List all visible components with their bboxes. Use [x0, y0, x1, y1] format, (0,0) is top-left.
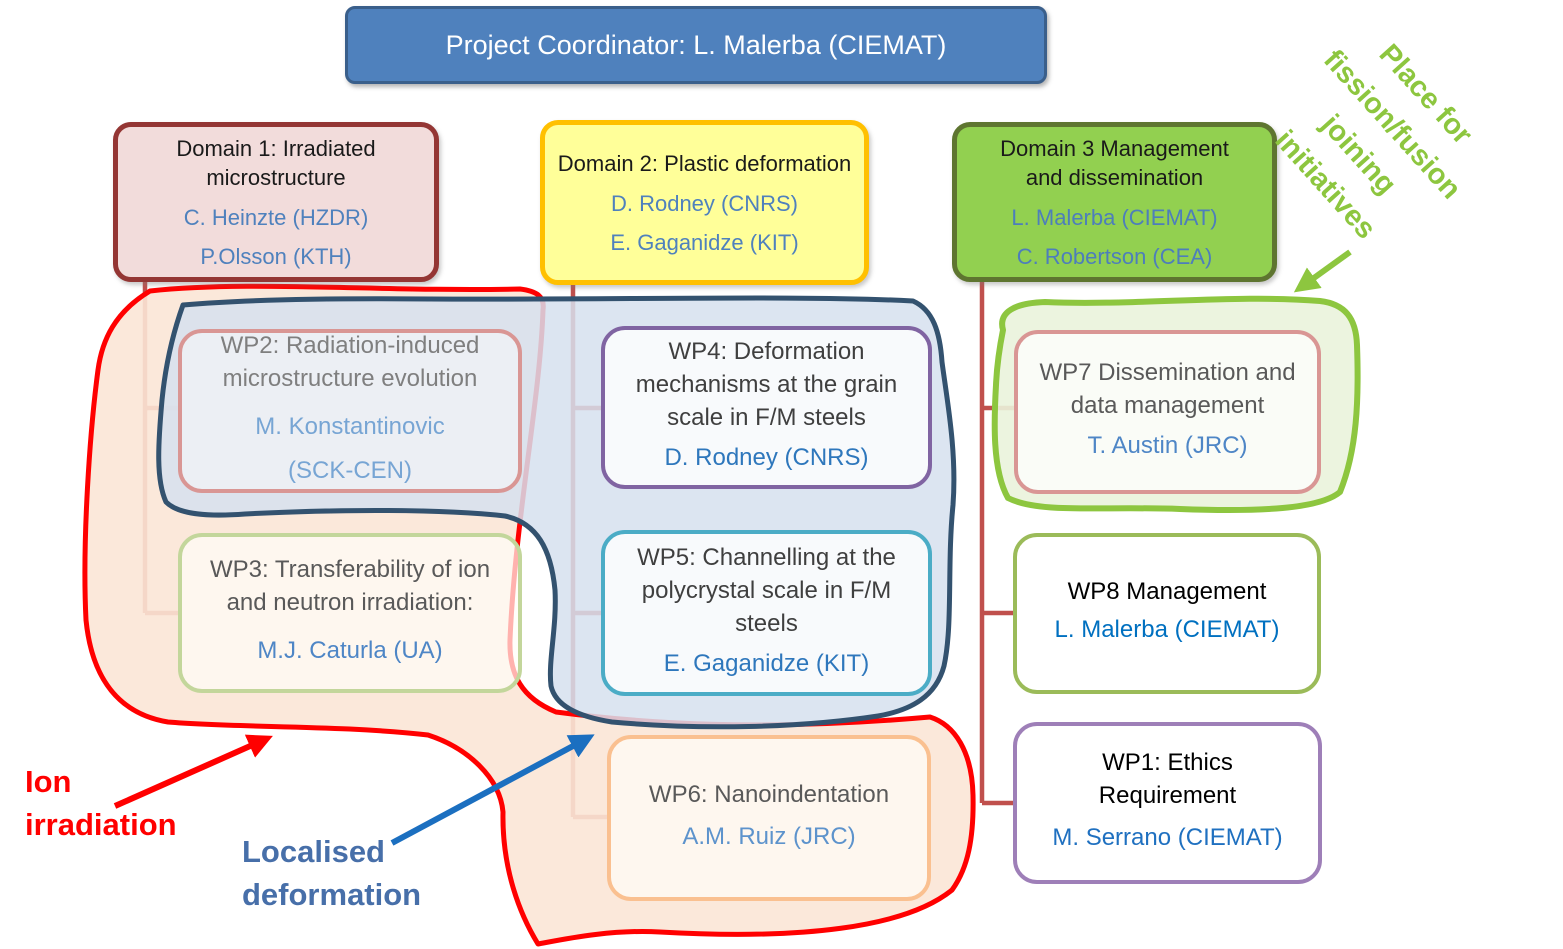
ion-irradiation-line-2: irradiation: [25, 807, 177, 842]
domain-1-lead-1: C. Heinzte (HZDR): [183, 205, 369, 230]
wp3-lead: M.J. Caturla (UA): [257, 637, 443, 664]
domain-2-box: Domain 2: Plastic deformation D. Rodney …: [540, 120, 869, 285]
domain-1-box: Domain 1: Irradiated microstructure C. H…: [113, 122, 439, 282]
wp2-lead: M. Konstantinovic (SCK-CEN): [255, 413, 445, 484]
wp1-box: WP1: Ethics Requirement M. Serrano (CIEM…: [1013, 722, 1322, 884]
wp6-box: WP6: Nanoindentation A.M. Ruiz (JRC): [607, 735, 931, 901]
ion-irradiation-line-1: Ion: [25, 764, 72, 799]
localised-deformation-line-1: Localised: [242, 834, 385, 869]
wp8-lead: L. Malerba (CIEMAT): [1054, 616, 1280, 643]
wp5-box: WP5: Channelling at the polycrystal scal…: [601, 530, 932, 696]
project-coordinator-label: Project Coordinator: L. Malerba (CIEMAT): [445, 29, 947, 60]
wp4-box: WP4: Deformation mechanisms at the grain…: [601, 326, 932, 489]
wp1-lead: M. Serrano (CIEMAT): [1052, 824, 1283, 851]
wp8-box: WP8 Management L. Malerba (CIEMAT): [1013, 533, 1321, 694]
domain-2-lead-1: D. Rodney (CNRS): [610, 191, 799, 216]
localised-deformation-arrow: [390, 734, 595, 846]
domain-1-title: Domain 1: Irradiated microstructure: [176, 136, 376, 190]
domain-3-lead-1: L. Malerba (CIEMAT): [1011, 205, 1218, 230]
wp8-title: WP8 Management: [1067, 578, 1267, 605]
wp4-title: WP4: Deformation mechanisms at the grain…: [635, 338, 898, 431]
wp2-title: WP2: Radiation-induced microstructure ev…: [220, 332, 480, 392]
wp4-lead: D. Rodney (CNRS): [664, 444, 869, 471]
project-coordinator-box: Project Coordinator: L. Malerba (CIEMAT): [345, 6, 1047, 84]
domain-3-box: Domain 3 Management and dissemination L.…: [952, 122, 1277, 282]
domain-2-lead-2: E. Gaganidze (KIT): [610, 230, 799, 255]
wp5-lead: E. Gaganidze (KIT): [663, 649, 870, 677]
domain-2-title: Domain 2: Plastic deformation: [557, 151, 852, 176]
fission-fusion-arrow: [1293, 249, 1352, 293]
wp6-lead: A.M. Ruiz (JRC): [682, 822, 856, 850]
wp5-title: WP5: Channelling at the polycrystal scal…: [637, 543, 896, 637]
wp7-lead: T. Austin (JRC): [1087, 432, 1248, 459]
domain-3-lead-2: C. Robertson (CEA): [1016, 244, 1213, 269]
wp7-title: WP7 Dissemination and data management: [1039, 359, 1296, 419]
domain-3-title: Domain 3 Management and dissemination: [1000, 136, 1229, 190]
wp1-title: WP1: Ethics Requirement: [1098, 749, 1237, 809]
wp3-box: WP3: Transferability of ion and neutron …: [178, 533, 522, 693]
localised-deformation-line-2: deformation: [242, 877, 422, 912]
localised-deformation-label: Localised deformation: [242, 830, 421, 916]
domain-1-lead-2: P.Olsson (KTH): [200, 244, 352, 269]
wp6-title: WP6: Nanoindentation: [648, 780, 890, 808]
wp3-title: WP3: Transferability of ion and neutron …: [209, 556, 491, 616]
ion-irradiation-label: Ion irradiation: [25, 760, 177, 846]
wp7-box: WP7 Dissemination and data management T.…: [1014, 330, 1321, 494]
wp2-box: WP2: Radiation-induced microstructure ev…: [178, 329, 522, 493]
